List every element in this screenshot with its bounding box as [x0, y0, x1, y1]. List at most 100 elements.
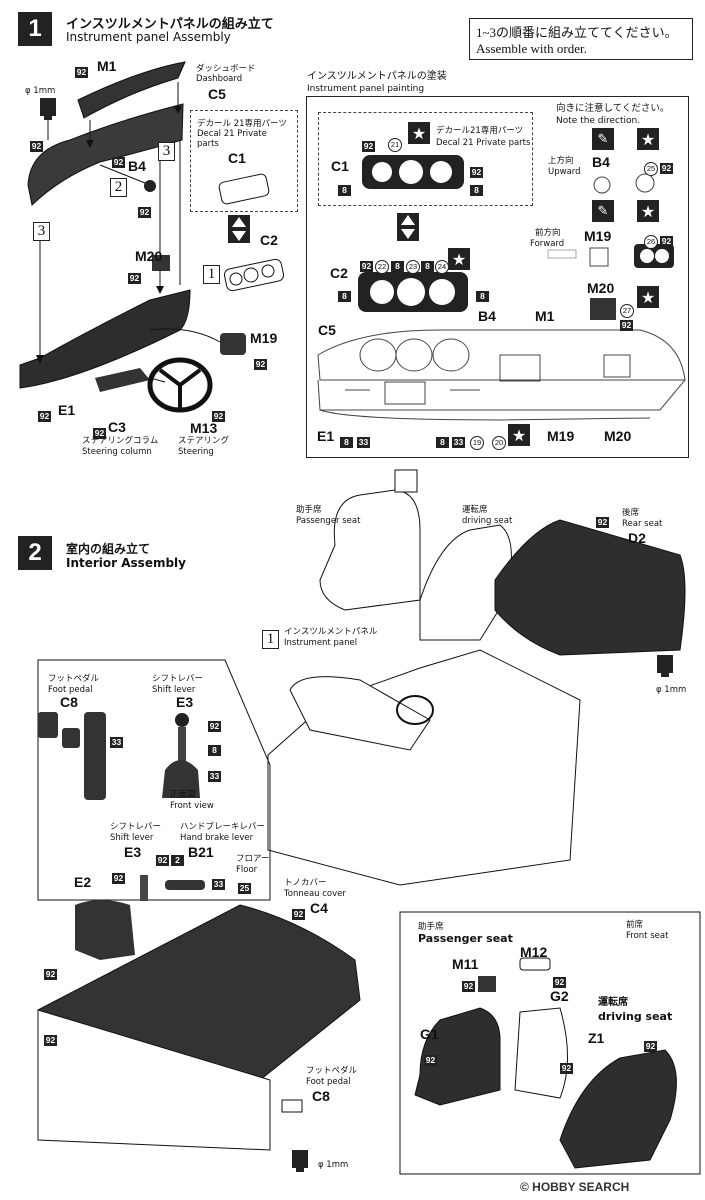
direction-en: Note the direction.	[556, 116, 641, 126]
painting-decal-en: Decal 21 Private parts	[436, 138, 531, 148]
painting-part-b4-dash: B4	[478, 308, 496, 324]
painting-part-m1: M1	[535, 308, 555, 324]
c2-color-3: 8	[391, 254, 404, 273]
panel-ref: 1	[262, 628, 279, 649]
c1-color-2: 8	[338, 178, 351, 197]
part-m11: M11	[452, 956, 479, 972]
part-g2: G2	[550, 988, 569, 1004]
g2-panel	[514, 1007, 568, 1099]
e1-paint-color-2: 33	[357, 437, 370, 448]
passenger-seat-en: Passenger seat	[296, 516, 361, 526]
c1-color-1: 92	[362, 141, 375, 152]
b4-color-1: 92	[112, 157, 125, 168]
lower-panel-e1	[19, 289, 191, 389]
b4-paint-color-1: 25	[644, 156, 658, 176]
c5-color: 92	[30, 141, 43, 152]
decal-jp: デカール	[197, 119, 232, 129]
rear-seat-jp: 後席	[622, 508, 640, 518]
part-c5: C5	[208, 86, 226, 102]
painting-dash-drawing	[317, 329, 686, 381]
brush-icon-m19: ✎	[592, 200, 614, 222]
zoom-inset	[37, 659, 271, 901]
step-2-title-en: Interior Assembly	[66, 556, 186, 570]
m19-paint-color-2: 92	[660, 236, 673, 247]
hand-brake-en: Hand brake lever	[180, 833, 254, 843]
e1-paint-color-3: 8	[436, 430, 449, 449]
painting-part-c2: C2	[330, 265, 348, 281]
painting-part-e1: E1	[317, 428, 335, 444]
floor-color: 25	[238, 883, 251, 894]
tonneau-en: Tonneau cover	[284, 889, 346, 899]
c1-color-4: 8	[470, 178, 483, 197]
drill-label-3: φ 1mm	[318, 1160, 349, 1170]
front-view-en: Front view	[170, 801, 214, 811]
e1-color: 92	[38, 411, 51, 422]
star-icon-m19: ★	[637, 200, 659, 222]
shift-lever-jp: シフトレバー	[152, 674, 204, 684]
order-2: 2	[110, 176, 127, 197]
c8-color: 33	[110, 737, 123, 748]
driving-seat-en-2: driving seat	[598, 1010, 673, 1023]
step-1-title-en: Instrument panel Assembly	[66, 30, 231, 44]
star-icon-b4: ★	[637, 128, 659, 150]
part-g1: G1	[420, 1026, 439, 1042]
g1-color: 92	[424, 1055, 437, 1066]
g1-seat	[414, 1007, 501, 1106]
m19-paint-color-1: 26	[644, 229, 658, 249]
front-seat-en: Front seat	[626, 931, 669, 941]
forward-en: Forward	[530, 239, 565, 249]
c3-color: 92	[93, 428, 106, 439]
step-1-title-jp: インスツルメントパネルの組み立て	[66, 17, 274, 32]
part-z1: Z1	[588, 1030, 605, 1046]
order-3-left: 3	[33, 220, 50, 241]
part-d2: D2	[628, 530, 646, 546]
dashboard-jp: ダッシュボード	[196, 64, 256, 74]
star-icon-c2: ★	[448, 248, 470, 270]
g2-color: 92	[560, 1063, 573, 1074]
m19-color: 92	[254, 359, 267, 370]
foot-pedal-jp-2: フットペダル	[306, 1066, 358, 1076]
order-1: 1	[203, 263, 220, 284]
painting-part-c1: C1	[331, 158, 349, 174]
shift-lever-jp-2: シフトレバー	[110, 822, 162, 832]
order-note-en: Assemble with order.	[476, 41, 587, 56]
dashboard-c5	[27, 103, 184, 206]
part-c4: C4	[310, 900, 328, 916]
foot-pedal-en-2: Foot pedal	[306, 1077, 351, 1087]
front-seat-jp: 前席	[626, 920, 644, 930]
passenger-seat-en-2: Passenger seat	[418, 932, 513, 945]
decal-private-jp: 専用パーツ	[244, 119, 287, 129]
forward-jp: 前方向	[535, 228, 561, 238]
order-note-box: 1~3の順番に組み立ててください。 Assemble with order.	[469, 18, 693, 60]
step-2-number: 2	[18, 536, 52, 570]
e1-paint-color-6: 20	[492, 430, 506, 450]
m11-color: 92	[462, 981, 475, 992]
driving-seat-jp: 運転席	[462, 505, 488, 515]
dashboard-cover-m1	[77, 61, 186, 119]
part-c2: C2	[260, 232, 278, 248]
e3-mid-color: 8	[208, 738, 221, 757]
passenger-seat-jp: 助手席	[296, 505, 322, 515]
painting-en: Instrument panel painting	[307, 84, 425, 94]
hand-brake-jp: ハンドブレーキレバー	[180, 822, 266, 832]
painting-part-m19-dash: M19	[547, 428, 575, 444]
painting-part-b4: B4	[592, 154, 610, 170]
upward-en: Upward	[548, 167, 581, 177]
brush-icon-b4: ✎	[592, 128, 614, 150]
part-b21: B21	[188, 844, 214, 860]
steering-en: Steering	[178, 447, 214, 457]
c4-color: 92	[292, 909, 305, 920]
watermark: © HOBBY SEARCH	[520, 1180, 630, 1194]
m20-color: 92	[128, 273, 141, 284]
m20-paint-color-2: 92	[620, 320, 633, 331]
c2-color-2: 22	[375, 254, 389, 274]
z1-color: 92	[644, 1041, 657, 1052]
e1-paint-color-1: 8	[340, 430, 353, 449]
star-icon-decal: ★	[408, 122, 430, 144]
steering-wheel-m13	[147, 357, 213, 413]
decal-en: Decal 21 Private parts	[197, 129, 267, 149]
painting-jp: インスツルメントパネルの塗装	[307, 71, 447, 82]
c2-color-1: 92	[360, 261, 373, 272]
star-icon-m20: ★	[637, 286, 659, 308]
b4-paint-color-2: 92	[660, 163, 673, 174]
